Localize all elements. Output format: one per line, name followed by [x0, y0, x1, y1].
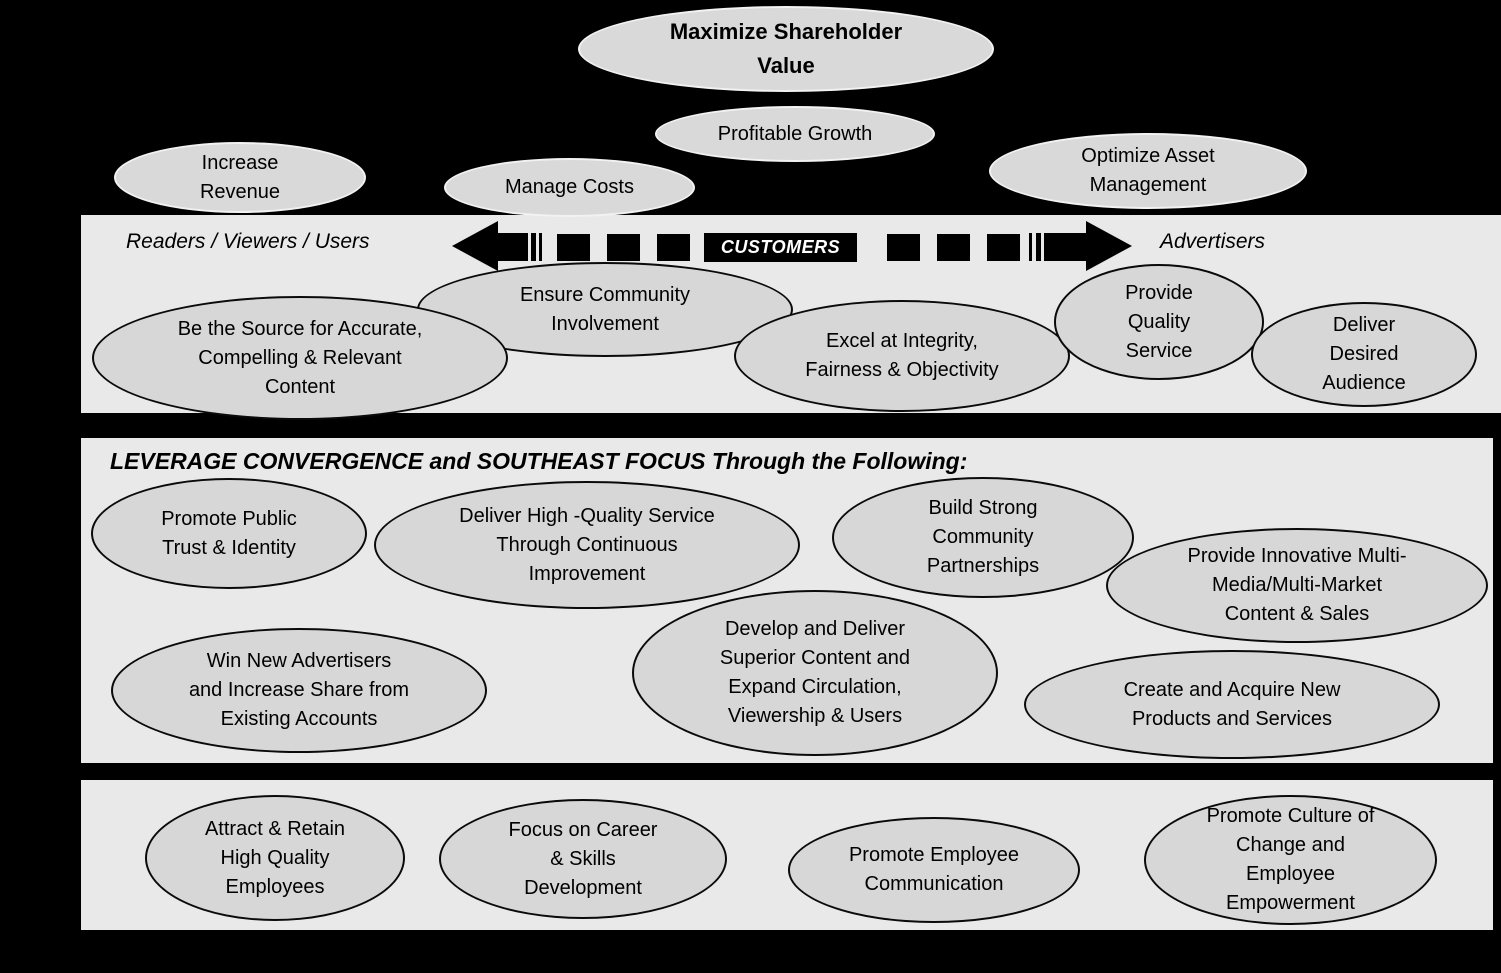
arrow-dash [937, 234, 970, 261]
arrow-bar [496, 233, 528, 261]
right-arrowhead-icon [1086, 221, 1132, 271]
left-arrowhead-icon [452, 221, 498, 271]
node-label: Develop and Deliver Superior Content and… [719, 618, 911, 727]
node-provide-innovative-multimedia-content-sales: Provide Innovative Multi- Media/Multi-Ma… [1106, 528, 1488, 643]
node-manage-costs: Manage Costs [444, 158, 695, 217]
node-label: Attract & Retain High Quality Employees [204, 817, 346, 898]
readers-viewers-users-label: Readers / Viewers / Users [126, 230, 370, 253]
node-label: Be the Source for Accurate, Compelling &… [177, 317, 423, 398]
node-label: Increase Revenue [199, 151, 281, 203]
arrow-thin-bar [539, 233, 542, 261]
node-maximize-shareholder-value: Maximize Shareholder Value [578, 6, 994, 92]
node-develop-deliver-superior-content: Develop and Deliver Superior Content and… [632, 590, 998, 756]
node-excel-integrity-fairness-objectivity: Excel at Integrity, Fairness & Objectivi… [734, 300, 1070, 412]
strategy-band-heading: LEVERAGE CONVERGENCE and SOUTHEAST FOCUS… [110, 448, 968, 474]
customers-label: CUSTOMERS [720, 237, 841, 257]
arrow-dash [607, 234, 640, 261]
arrow-bar [1044, 233, 1086, 261]
node-attract-retain-employees: Attract & Retain High Quality Employees [145, 795, 405, 921]
node-label: Deliver Desired Audience [1322, 314, 1406, 394]
node-label: Promote Public Trust & Identity [161, 507, 297, 559]
node-win-new-advertisers: Win New Advertisers and Increase Share f… [111, 628, 487, 753]
arrow-dash [987, 234, 1020, 261]
node-label: Manage Costs [505, 176, 634, 198]
node-promote-public-trust-identity: Promote Public Trust & Identity [91, 478, 367, 589]
node-label: Create and Acquire New Products and Serv… [1123, 678, 1341, 730]
arrow-thin-bar [1029, 233, 1032, 261]
node-label: Excel at Integrity, Fairness & Objectivi… [805, 330, 999, 381]
advertisers-label: Advertisers [1160, 230, 1266, 253]
node-deliver-high-quality-service: Deliver High -Quality Service Through Co… [374, 481, 800, 609]
node-label: Promote Culture of Change and Employee E… [1206, 805, 1375, 914]
arrow-dash [887, 234, 920, 261]
node-label: Provide Innovative Multi- Media/Multi-Ma… [1187, 545, 1407, 625]
node-promote-culture-change-empowerment: Promote Culture of Change and Employee E… [1144, 795, 1437, 925]
node-deliver-desired-audience: Deliver Desired Audience [1251, 302, 1477, 407]
node-label: Profitable Growth [717, 122, 873, 145]
arrow-thin-bar [1036, 233, 1041, 261]
node-promote-employee-communication: Promote Employee Communication [788, 817, 1080, 923]
node-provide-quality-service: Provide Quality Service [1054, 264, 1264, 380]
node-label: Focus on Career & Skills Development [508, 818, 658, 899]
node-label: Win New Advertisers and Increase Share f… [188, 650, 410, 730]
node-focus-career-skills-development: Focus on Career & Skills Development [439, 799, 727, 919]
arrow-dash [657, 234, 690, 261]
node-be-the-source-content: Be the Source for Accurate, Compelling &… [92, 296, 508, 420]
node-label: Promote Employee Communication [848, 844, 1020, 895]
node-increase-revenue: Increase Revenue [114, 142, 366, 213]
node-label: Ensure Community Involvement [519, 283, 691, 335]
node-optimize-asset-management: Optimize Asset Management [989, 133, 1307, 209]
arrow-thin-bar [531, 233, 536, 261]
arrow-dash [557, 234, 590, 261]
customers-arrow-label-box: CUSTOMERS [704, 233, 857, 262]
node-label: Build Strong Community Partnerships [926, 497, 1040, 577]
node-profitable-growth: Profitable Growth [655, 106, 935, 162]
node-create-acquire-new-products-services: Create and Acquire New Products and Serv… [1024, 650, 1440, 759]
node-label: Provide Quality Service [1125, 281, 1193, 362]
node-label: Deliver High -Quality Service Through Co… [459, 504, 715, 585]
node-label: Maximize Shareholder Value [669, 18, 903, 78]
node-build-strong-community-partnerships: Build Strong Community Partnerships [832, 477, 1134, 598]
node-label: Optimize Asset Management [1081, 145, 1215, 196]
